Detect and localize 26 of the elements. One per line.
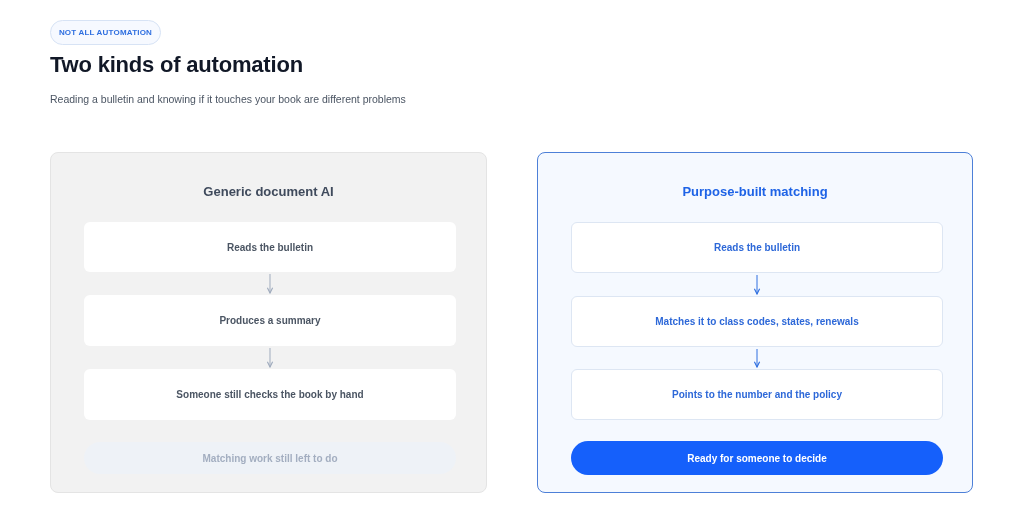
step-label: Reads the bulletin: [713, 242, 801, 253]
status-text: Matching work still left to do: [202, 452, 338, 464]
outcome-text: Ready for someone to decide: [687, 452, 827, 464]
step-label: Reads the bulletin: [226, 241, 314, 253]
step-label: Matches it to class codes, states, renewals: [655, 316, 859, 327]
panel-card: [537, 152, 973, 493]
process-box: [571, 369, 943, 420]
arrow: [753, 274, 761, 295]
panel-card: [50, 152, 487, 493]
page-title: Two kinds of automation: [50, 52, 303, 78]
eyebrow-text: NOT ALL AUTOMATION: [58, 28, 153, 37]
outcome-pill: [571, 441, 943, 475]
step-label: Someone still checks the book by hand: [176, 389, 364, 400]
category-badge: [50, 20, 161, 45]
process-box: [571, 222, 943, 273]
panel-heading: Purpose-built matching: [681, 184, 829, 199]
process-box: [571, 296, 943, 347]
arrow: [753, 348, 761, 368]
subtitle-text: Reading a bulletin and knowing if it touches your book are different problems: [50, 93, 406, 105]
process-box: [84, 369, 456, 420]
arrow: [266, 273, 274, 294]
step-label: Produces a summary: [219, 315, 321, 326]
step-label: Points to the number and the policy: [672, 389, 842, 400]
arrow: [266, 347, 274, 368]
panel-heading: Generic document AI: [202, 184, 335, 199]
process-box: [84, 295, 456, 346]
